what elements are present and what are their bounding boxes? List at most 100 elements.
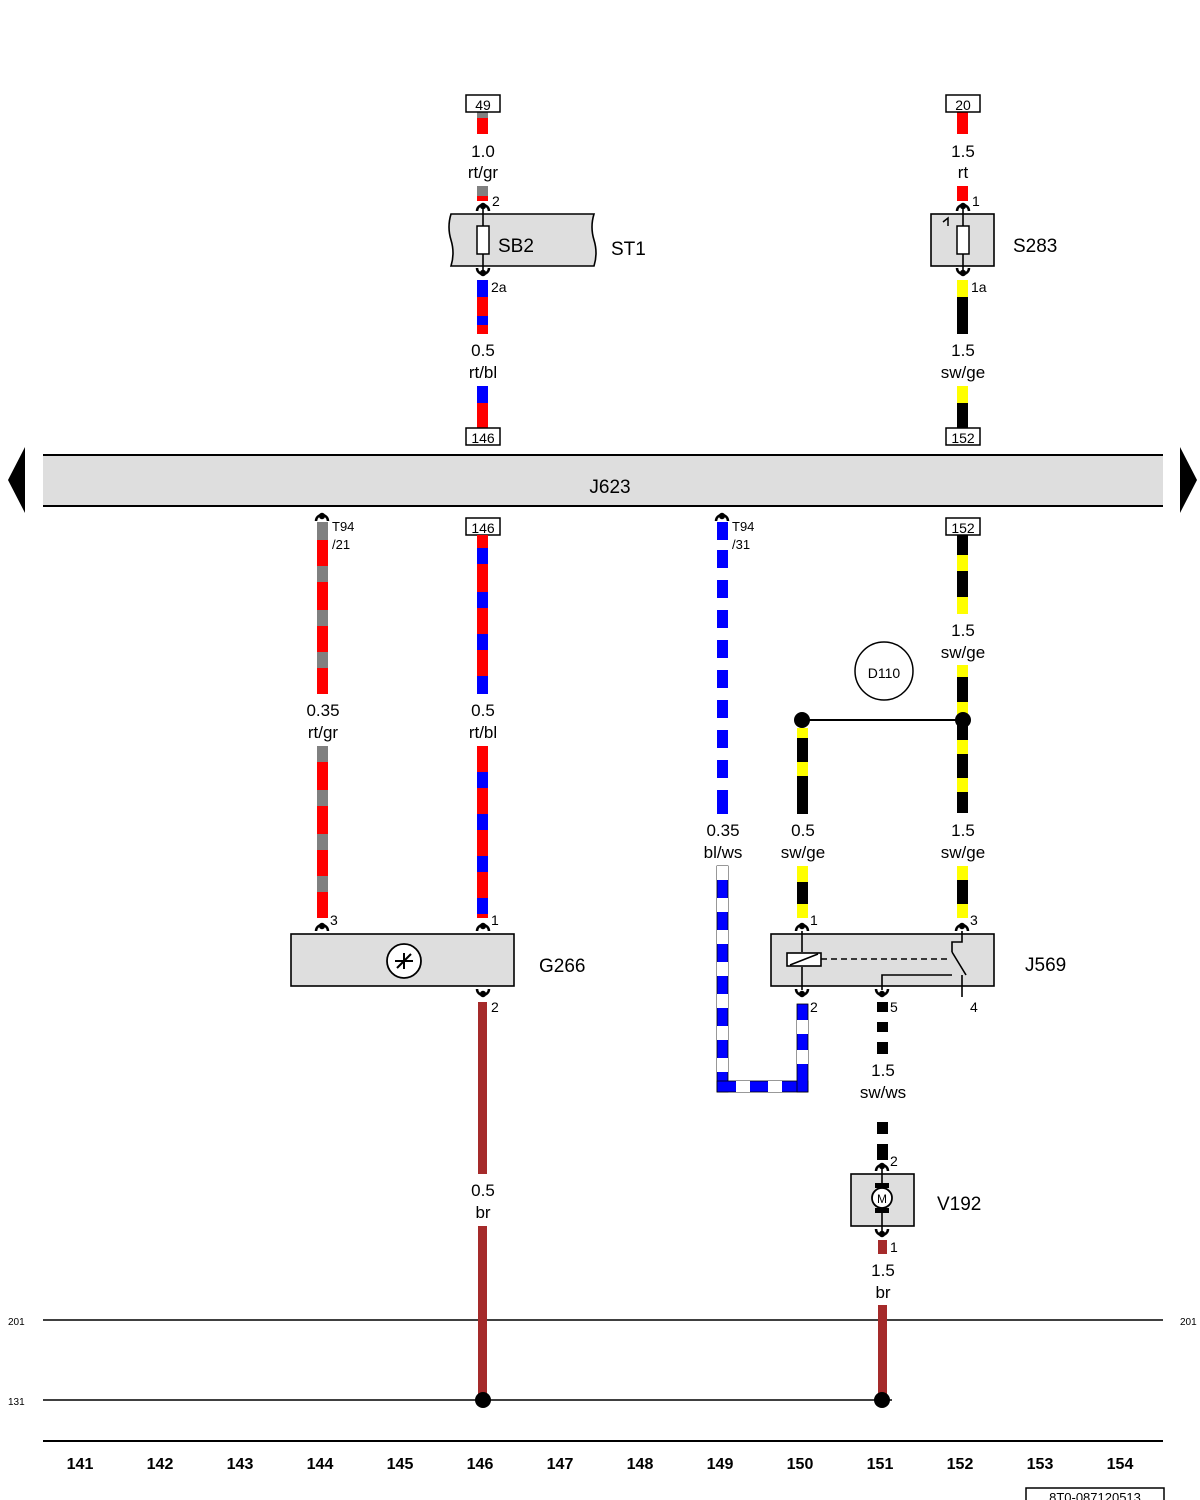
continue-left-arrow-icon[interactable]	[8, 447, 25, 513]
wire-size-label: 0.5	[791, 821, 815, 840]
wire-j623-d110-swge[interactable]	[957, 535, 968, 813]
wire-size-label: 0.35	[306, 701, 339, 720]
connector-49-label: 49	[475, 97, 491, 113]
wire-s283-j623[interactable]	[957, 280, 968, 428]
wire-color-label: sw/ge	[781, 843, 825, 862]
pin-label: 2	[890, 1153, 898, 1169]
relay-coil-icon	[786, 931, 822, 990]
control-unit-j623[interactable]	[43, 455, 1163, 506]
pin-label: 2	[492, 193, 500, 209]
wire-size-label: 1.5	[951, 142, 975, 161]
pin-connector-icon	[314, 921, 330, 933]
footer-code: 8T0-087120513	[1049, 1490, 1141, 1500]
connector-20	[945, 94, 981, 113]
v192-label: V192	[937, 1194, 981, 1215]
wire-size-label: 0.5	[471, 341, 495, 360]
pin-label: 2	[491, 999, 499, 1015]
column-number: 152	[947, 1456, 974, 1473]
ground-ref-label: 131	[8, 1397, 25, 1408]
wire-size-label: 0.35	[706, 821, 739, 840]
j623-label: J623	[589, 477, 630, 498]
ground-point	[874, 1392, 890, 1408]
fuse-mark-icon	[942, 216, 949, 226]
wire-color-label: bl/ws	[704, 843, 743, 862]
wire-j623-g266-rtgr[interactable]	[317, 522, 328, 918]
connector-146-label: 146	[471, 430, 495, 446]
pin-connector-icon	[954, 921, 970, 933]
column-number: 145	[387, 1456, 414, 1473]
wire-color-label: br	[475, 1203, 490, 1222]
wire-20-s283[interactable]	[957, 112, 968, 201]
pin-connector-icon	[314, 511, 330, 523]
pin-connector-icon	[874, 987, 890, 999]
column-number: 153	[1027, 1456, 1054, 1473]
continue-right-arrow-icon[interactable]	[1180, 447, 1197, 513]
ground-point	[475, 1392, 491, 1408]
oil-level-sensor-icon	[386, 943, 422, 979]
wire-color-label: rt	[958, 163, 969, 182]
connector-146-label: 146	[471, 520, 495, 536]
ground-ref-label: 201	[1180, 1317, 1197, 1328]
pin-label: 1	[972, 193, 980, 209]
column-numbers: 141 142 143 144 145 146 147 148 149 150 …	[67, 1456, 1134, 1473]
column-number: 144	[307, 1456, 334, 1473]
j569-label: J569	[1025, 955, 1066, 976]
connector-tag: /31	[732, 537, 750, 552]
pin-label: 4	[970, 999, 978, 1015]
wire-color-label: sw/ge	[941, 363, 985, 382]
pin-label: 5	[890, 999, 898, 1015]
column-number: 142	[147, 1456, 174, 1473]
wire-color-label: rt/gr	[468, 163, 499, 182]
wire-d110-j569-swge-15[interactable]	[957, 866, 968, 918]
pin-label: 3	[970, 912, 978, 928]
pin-label: 1a	[971, 279, 987, 295]
pin-connector-icon	[794, 921, 810, 933]
pin-label: 1	[810, 912, 818, 928]
connector-tag: T94	[332, 519, 354, 534]
column-number: 154	[1107, 1456, 1134, 1473]
column-number: 150	[787, 1456, 814, 1473]
wire-color-label: rt/bl	[469, 363, 497, 382]
footer-code-box	[1025, 1487, 1165, 1500]
st1-label: ST1	[611, 239, 646, 260]
pin-label: 3	[330, 912, 338, 928]
wire-j569-v192-swws[interactable]	[877, 1002, 888, 1160]
connector-49	[465, 94, 501, 113]
fuse-icon	[476, 225, 490, 255]
wire-sb2-j623[interactable]	[477, 280, 488, 428]
wire-j623-j569-blws[interactable]	[716, 522, 809, 1093]
connector-152-label: 152	[951, 520, 975, 536]
connector-152	[945, 427, 981, 446]
g266-label: G266	[539, 956, 585, 977]
splice-point	[955, 712, 971, 728]
pin-label: 1	[491, 912, 499, 928]
connector-tag: T94	[732, 519, 754, 534]
wire-size-label: 1.0	[471, 142, 495, 161]
wire-d110-j569-swge-05[interactable]	[797, 728, 808, 918]
wire-v192-ground-br[interactable]	[878, 1240, 887, 1400]
splice-d110-label: D110	[868, 665, 901, 681]
connector-20-label: 20	[955, 97, 971, 113]
splice-d110[interactable]	[854, 641, 914, 701]
column-number: 147	[547, 1456, 574, 1473]
pin-connector-icon	[714, 511, 730, 523]
column-number: 149	[707, 1456, 734, 1473]
wire-color-label: rt/gr	[308, 723, 339, 742]
column-number: 146	[467, 1456, 494, 1473]
wire-size-label: 1.5	[871, 1261, 895, 1280]
wire-color-label: rt/bl	[469, 723, 497, 742]
wire-g266-ground-br[interactable]	[478, 1002, 487, 1400]
wire-size-label: 1.5	[951, 821, 975, 840]
wire-j623-g266-rtbl[interactable]	[477, 535, 488, 918]
fuse-sb2-label: SB2	[498, 236, 534, 257]
pin-label: 1	[890, 1239, 898, 1255]
pin-connector-icon	[475, 921, 491, 933]
wire-49-sb2[interactable]	[477, 112, 488, 201]
motor-icon: M	[871, 1183, 893, 1213]
wire-color-label: sw/ge	[941, 843, 985, 862]
wire-size-label: 1.5	[871, 1061, 895, 1080]
pin-connector-icon	[794, 987, 810, 999]
wire-size-label: 1.5	[951, 621, 975, 640]
wire-size-label: 1.5	[951, 341, 975, 360]
